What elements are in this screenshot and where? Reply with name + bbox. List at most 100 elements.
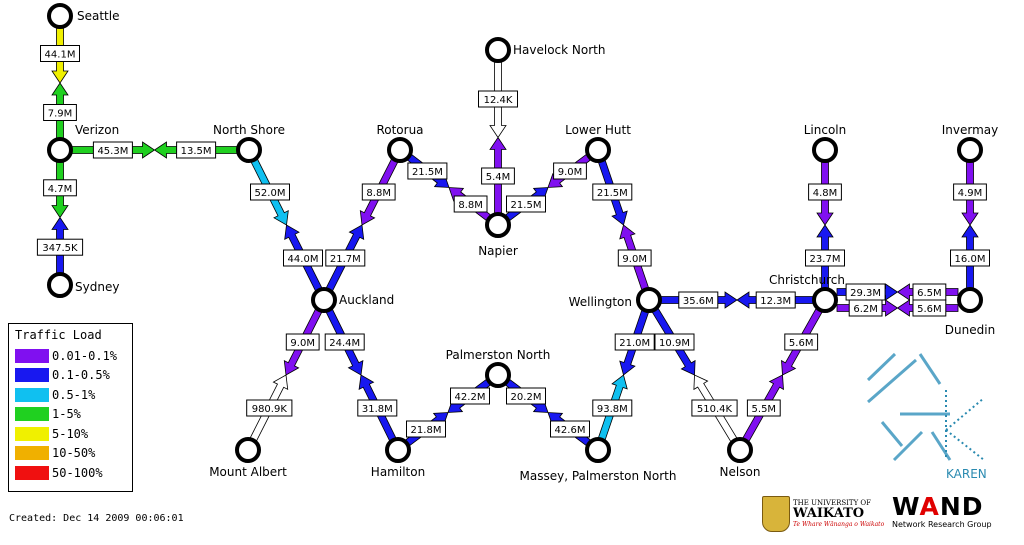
link-havelock-napier-6-out-label-box [478, 90, 518, 108]
link-invermay-dunedin-13-in-label-box [950, 249, 990, 267]
node-wellington[interactable]: Wellington [569, 287, 662, 313]
node-north_shore-circle-icon[interactable] [236, 137, 262, 163]
waikato-line3: Te Whare Wānanga o Waikato [793, 521, 885, 528]
node-invermay[interactable]: Invermay [942, 123, 999, 163]
legend-swatch [15, 387, 49, 402]
node-north_shore[interactable]: North Shore [213, 123, 285, 163]
node-havelock-circle-icon[interactable] [485, 37, 511, 63]
link-wellington-christchurch-9-out-label-box [678, 291, 719, 309]
node-dunedin[interactable]: Dunedin [945, 287, 995, 337]
node-auckland-circle-icon[interactable] [311, 287, 337, 313]
node-christchurch[interactable]: Christchurch [769, 273, 845, 313]
node-lower_hutt[interactable]: Lower Hutt [565, 123, 631, 163]
node-verizon[interactable]: Verizon [47, 123, 119, 163]
waikato-line1: THE UNIVERSITY OF [793, 499, 872, 507]
wand-wordmark: WAND [892, 492, 984, 521]
wand-nd: ND [939, 492, 984, 521]
link-lower_hutt-napier-7-out-label: 9.0M [553, 162, 587, 180]
node-sydney-circle-icon[interactable] [47, 272, 73, 298]
wand-subtitle: Network Research Group [892, 520, 992, 529]
node-hamilton-label: Hamilton [371, 465, 425, 479]
node-lincoln[interactable]: Lincoln [804, 123, 847, 163]
waikato-crest-icon [762, 496, 790, 532]
link-palmerston-massey-17-out-label-box [506, 387, 546, 405]
link-wellington-massey-18-out-label-text: 21.0M [619, 338, 650, 349]
link-wellington-nelson-19-in-label-box [691, 399, 738, 417]
link-christchurch-dunedin-11-in-label: 6.5M [912, 283, 947, 301]
node-napier[interactable]: Napier [478, 212, 518, 258]
link-rotorua-napier-5-out-label-box [407, 162, 448, 180]
link-christchurch-nelson-20-in-label-box [746, 399, 781, 417]
karen-label: KAREN [946, 467, 987, 481]
legend-item: 0.01-0.1% [15, 346, 126, 366]
link-christchurch-nelson-20-out-label-box [784, 333, 819, 351]
link-wellington-nelson-19-out-label-box [654, 333, 695, 351]
link-christchurch-nelson-20-out-label-text: 5.6M [789, 338, 814, 349]
link-verizon-sydney-1-out-label-text: 4.7M [48, 184, 73, 195]
node-seattle-circle-icon[interactable] [47, 3, 73, 29]
link-wellington-christchurch-9-out-label-text: 35.6M [683, 296, 714, 307]
node-palmerston-label: Palmerston North [446, 348, 551, 362]
node-lincoln-circle-icon[interactable] [812, 137, 838, 163]
node-palmerston-circle-icon[interactable] [485, 362, 511, 388]
node-christchurch-circle-icon[interactable] [812, 287, 838, 313]
node-massey[interactable]: Massey, Palmerston North [520, 437, 677, 483]
legend-label: 0.5-1% [52, 387, 96, 402]
legend-swatch [15, 368, 49, 383]
node-napier-circle-icon[interactable] [485, 212, 511, 238]
link-rotorua-napier-5-out-label-text: 21.5M [412, 167, 443, 178]
traffic-load-legend: Traffic Load 0.01-0.1%0.1-0.5%0.5-1%1-5%… [8, 323, 133, 492]
waikato-line2: WAIKATO [793, 506, 865, 521]
node-hamilton[interactable]: Hamilton [371, 437, 425, 479]
link-lower_hutt-napier-7-in-label-box [506, 195, 546, 213]
link-havelock-napier-6-in-label: 5.4M [481, 167, 515, 185]
link-rotorua-auckland-4-in-label: 21.7M [325, 249, 366, 267]
node-lower_hutt-label: Lower Hutt [565, 123, 631, 137]
node-invermay-circle-icon[interactable] [957, 137, 983, 163]
node-massey-circle-icon[interactable] [585, 437, 611, 463]
node-sydney[interactable]: Sydney [47, 272, 119, 298]
node-sydney-label: Sydney [75, 280, 119, 294]
link-auckland-hamilton-15-in-label-text: 31.8M [362, 404, 393, 415]
legend-rows: 0.01-0.1%0.1-0.5%0.5-1%1-5%5-10%10-50%50… [15, 346, 126, 483]
legend-swatch [15, 426, 49, 441]
legend-item: 50-100% [15, 463, 126, 483]
node-lower_hutt-circle-icon[interactable] [585, 137, 611, 163]
link-verizon-sydney-1-in-label-text: 347.5K [42, 243, 78, 254]
node-rotorua-circle-icon[interactable] [387, 137, 413, 163]
link-lower_hutt-wellington-8-in-label-box [617, 249, 652, 267]
node-mount_albert-circle-icon[interactable] [235, 437, 261, 463]
node-nelson-label: Nelson [720, 465, 761, 479]
link-invermay-dunedin-13-in-label-text: 16.0M [955, 254, 986, 265]
link-north_shore-auckland-3-out-label: 52.0M [250, 183, 290, 201]
link-wellington-massey-18-in-label-text: 93.8M [597, 404, 628, 415]
link-palmerston-massey-17-in-label-box [550, 420, 590, 438]
node-north_shore-label: North Shore [213, 123, 285, 137]
node-rotorua[interactable]: Rotorua [376, 123, 424, 163]
node-hamilton-circle-icon[interactable] [385, 437, 411, 463]
karen-mark-icon [866, 352, 952, 462]
karen-logo: KAREN [866, 352, 987, 481]
link-christchurch-dunedin-12-in-label-text: 5.6M [917, 304, 942, 315]
link-hamilton-palmerston-16-in-label: 42.2M [450, 387, 490, 405]
node-palmerston[interactable]: Palmerston North [446, 348, 551, 388]
link-rotorua-napier-5-in-label-box [453, 195, 488, 213]
link-invermay-dunedin-13-out-label-box [953, 183, 987, 201]
link-wellington-christchurch-9-out-label: 35.6M [678, 291, 719, 309]
node-mount_albert[interactable]: Mount Albert [209, 437, 287, 479]
node-dunedin-circle-icon[interactable] [957, 287, 983, 313]
link-auckland-mount_albert-14-in-label-box [246, 399, 293, 417]
link-hamilton-palmerston-16-in-label-box [450, 387, 490, 405]
node-nelson[interactable]: Nelson [720, 437, 761, 479]
link-palmerston-massey-17-in-label: 42.6M [550, 420, 590, 438]
node-wellington-circle-icon[interactable] [636, 287, 662, 313]
node-nelson-circle-icon[interactable] [727, 437, 753, 463]
node-seattle[interactable]: Seattle [47, 3, 119, 29]
link-christchurch-dunedin-12-out-label-text: 6.2M [853, 304, 878, 315]
node-verizon-circle-icon[interactable] [47, 137, 73, 163]
link-lower_hutt-napier-7-in-label-text: 21.5M [511, 200, 542, 211]
link-christchurch-nelson-20-in-label: 5.5M [746, 399, 781, 417]
node-auckland[interactable]: Auckland [311, 287, 394, 313]
node-havelock[interactable]: Havelock North [485, 37, 605, 63]
